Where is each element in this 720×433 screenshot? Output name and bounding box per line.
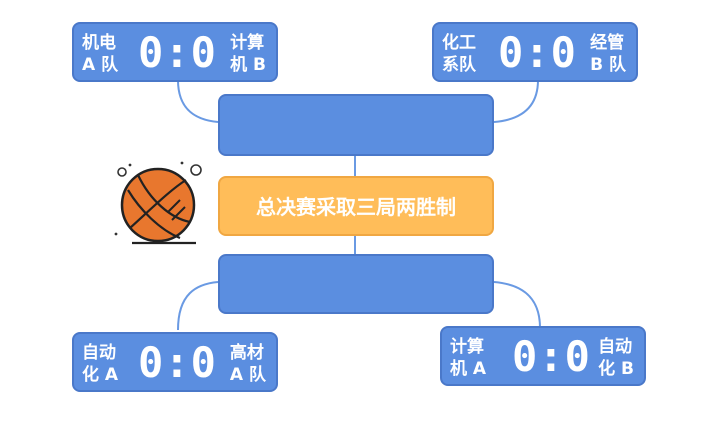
match-card-2: 化工 系队 0:0 经管 B 队: [432, 22, 638, 82]
team-name: 自动 化 B: [598, 337, 634, 379]
team-name: 化工 系队: [442, 33, 476, 75]
team-name: 机电 A 队: [82, 33, 119, 75]
match-card-1: 机电 A 队 0:0 计算 机 B: [72, 22, 278, 82]
final-banner: 总决赛采取三局两胜制: [218, 176, 494, 236]
match-card-3: 自动 化 A 0:0 高材 A 队: [72, 332, 278, 392]
team-name: 经管 B 队: [590, 33, 626, 75]
team-name: 计算 机 B: [230, 33, 266, 75]
score-display: 0:0: [512, 332, 591, 381]
score-display: 0:0: [138, 338, 217, 387]
team-name: 高材 A 队: [229, 343, 266, 385]
semifinal-winner-slot-top: [218, 94, 494, 156]
team-name: 自动 化 A: [82, 343, 119, 385]
score-display: 0:0: [498, 28, 577, 77]
team-name: 计算 机 A: [450, 337, 487, 379]
score-display: 0:0: [138, 28, 217, 77]
match-card-4: 计算 机 A 0:0 自动 化 B: [440, 326, 646, 386]
semifinal-winner-slot-bottom: [218, 254, 494, 314]
basketball-icon: [114, 161, 202, 245]
